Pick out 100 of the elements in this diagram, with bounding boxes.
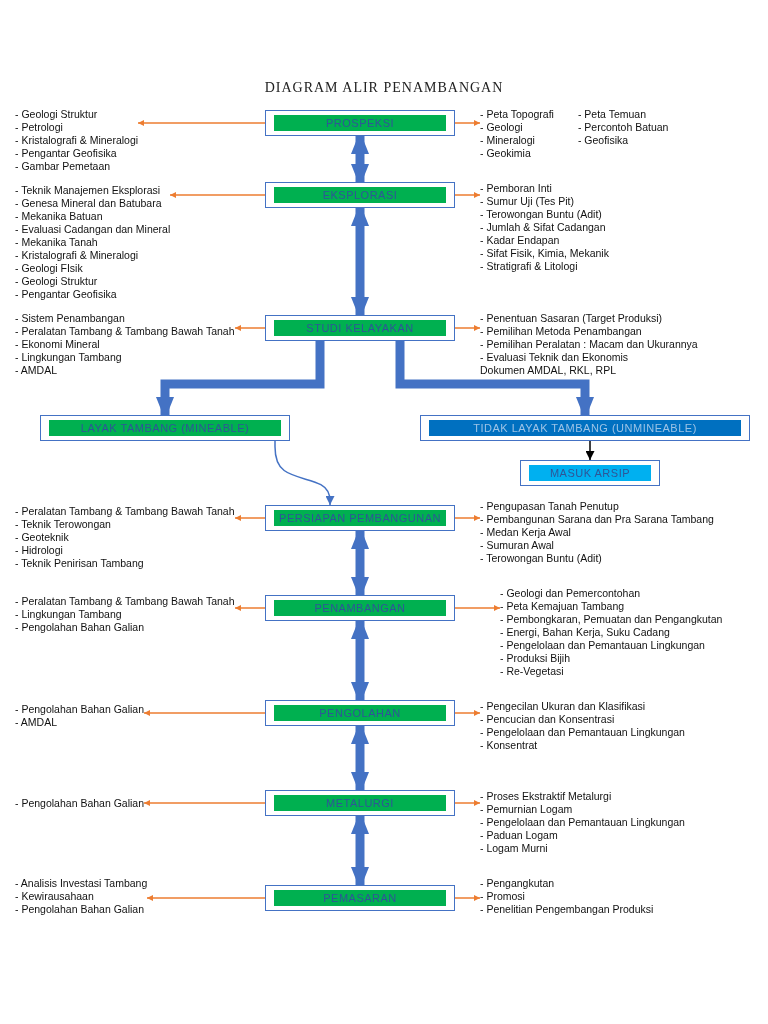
- list-item: - Percontoh Batuan: [577, 121, 669, 134]
- stage-label: STUDI KELAYAKAN: [274, 320, 446, 336]
- list-item: - Pembongkaran, Pemuatan dan Pengangkutan: [500, 613, 723, 626]
- list-item: - Pemilihan Metoda Penambangan: [480, 325, 643, 338]
- arrow: [234, 515, 266, 521]
- list-item: - Pemurnian Logam: [480, 803, 574, 816]
- list-item: - Peta Topografi: [480, 108, 554, 121]
- stage-label: PROSPEKSI: [274, 115, 446, 131]
- list-item: - Geologi FIsik: [15, 262, 84, 275]
- list-item: - Geoteknik: [15, 531, 70, 544]
- list-item: - Teknik Penirisan Tambang: [15, 557, 145, 570]
- list-item: - Peta Kemajuan Tambang: [500, 600, 626, 613]
- list-item: - Peralatan Tambang & Tambang Bawah Tanah: [15, 595, 235, 608]
- list-item: - Sifat Fisik, Kimia, Mekanik: [480, 247, 609, 260]
- list-item: - Pemboran Inti: [480, 182, 553, 195]
- list-item: - Pengantar Geofisika: [15, 147, 118, 160]
- stage-label: PEMASARAN: [274, 890, 446, 906]
- stage-box: [265, 505, 455, 531]
- list-item: - Re-Vegetasi: [500, 665, 565, 678]
- list-item: - Geologi Struktur: [15, 108, 99, 121]
- list-item: - Pemilihan Peralatan : Macam dan Ukurannya: [480, 338, 698, 351]
- arrow: [454, 605, 501, 611]
- arrow: [143, 710, 266, 716]
- list-item: - Evaluasi Cadangan dan Mineral: [15, 223, 171, 236]
- list-item: - Peta Temuan: [577, 108, 648, 121]
- arrow: [454, 895, 481, 901]
- stage-box: [40, 415, 290, 441]
- list-item: - Energi, Bahan Kerja, Suku Cadang: [500, 626, 671, 639]
- list-item: - Hidrologi: [15, 544, 64, 557]
- list-item: - Kewirausahaan: [15, 890, 95, 903]
- stage-box: [265, 790, 455, 816]
- list-item: Dokumen AMDAL, RKL, RPL: [480, 364, 617, 377]
- list-item: - Pengolahan Bahan Galian: [15, 797, 144, 810]
- stage-label: EKSPLORASI: [274, 187, 446, 203]
- list-item: - Promosi: [480, 890, 526, 903]
- list-item: - Geofisika: [577, 134, 630, 147]
- arrow: [454, 515, 481, 521]
- list-item: - Sumur Uji (Tes Pit): [480, 195, 575, 208]
- list-item: - Sumuran Awal: [480, 539, 555, 552]
- arrow: [585, 440, 595, 461]
- list-item: - Geologi: [480, 121, 524, 134]
- list-item: - Mineralogi: [480, 134, 536, 147]
- stage-box: [265, 110, 455, 136]
- stage-label: PENAMBANGAN: [274, 600, 446, 616]
- list-item: - Paduan Logam: [480, 829, 559, 842]
- list-item: - Peralatan Tambang & Tambang Bawah Tanah: [15, 325, 235, 338]
- list-item: - Pencucian dan Konsentrasi: [480, 713, 616, 726]
- list-item: - Geologi dan Pemercontohan: [500, 587, 642, 600]
- list-item: - Mekanika Batuan: [15, 210, 104, 223]
- list-item: - Logam Murni: [480, 842, 549, 855]
- list-item: - Evaluasi Teknik dan Ekonomis: [480, 351, 630, 364]
- list-item: - Genesa Mineral dan Batubara: [15, 197, 163, 210]
- stage-box: [265, 595, 455, 621]
- list-item: - Geokimia: [480, 147, 532, 160]
- list-item: - Gambar Pemetaan: [15, 160, 112, 173]
- list-item: - Pengelolaan dan Pemantauan Lingkungan: [480, 726, 685, 739]
- list-item: - Analisis Investasi Tambang: [15, 877, 148, 890]
- diagram-title: DIAGRAM ALIR PENAMBANGAN: [263, 80, 505, 96]
- stage-box: [265, 700, 455, 726]
- list-item: - Pengupasan Tanah Penutup: [480, 500, 620, 513]
- list-item: - Pengangkutan: [480, 877, 556, 890]
- list-item: - Pengecilan Ukuran dan Klasifikasi: [480, 700, 647, 713]
- list-item: - Stratigrafi & Litologi: [480, 260, 579, 273]
- list-item: - Kristalografi & Mineralogi: [15, 134, 139, 147]
- list-item: - Pengelolaan dan Pemantauan Lingkungan: [480, 816, 685, 829]
- arrow: [143, 800, 266, 806]
- stage-label: TIDAK LAYAK TAMBANG (UNMINEABLE): [429, 420, 741, 436]
- curved-arrow: [274, 440, 335, 506]
- stage-box: [265, 885, 455, 911]
- list-item: - AMDAL: [15, 364, 58, 377]
- list-item: - Pengolahan Bahan Galian: [15, 621, 145, 634]
- stage-label: PERSIAPAN PEMBANGUNAN: [274, 510, 446, 526]
- stage-label: MASUK ARSIP: [529, 465, 651, 481]
- arrow: [454, 120, 481, 126]
- list-item: - Mekanika Tanah: [15, 236, 99, 249]
- list-item: - Terowongan Buntu (Adit): [480, 208, 603, 221]
- arrow: [454, 192, 481, 198]
- list-item: - Kristalografi & Mineralogi: [15, 249, 140, 262]
- list-item: - AMDAL: [15, 716, 58, 729]
- list-item: - Geologi Struktur: [15, 275, 99, 288]
- list-item: - Penentuan Sasaran (Target Produksi): [480, 312, 664, 325]
- list-item: - Pengantar Geofisika: [15, 288, 118, 301]
- arrow: [137, 120, 266, 126]
- list-item: - Terowongan Buntu (Adit): [480, 552, 603, 565]
- list-item: - Produksi Bijih: [500, 652, 572, 665]
- arrow: [454, 710, 481, 716]
- list-item: - Peralatan Tambang & Tambang Bawah Tanah: [15, 505, 235, 518]
- arrow: [234, 325, 266, 331]
- list-item: - Teknik Manajemen Eksplorasi: [15, 184, 162, 197]
- arrow: [454, 800, 481, 806]
- stage-label: LAYAK TAMBANG (MINEABLE): [49, 420, 281, 436]
- arrow: [169, 192, 266, 198]
- stage-box: [420, 415, 750, 441]
- list-item: - Sistem Penambangan: [15, 312, 126, 325]
- list-item: - Jumlah & Sifat Cadangan: [480, 221, 607, 234]
- list-item: - Ekonomi Mineral: [15, 338, 101, 351]
- list-item: - Medan Kerja Awal: [480, 526, 572, 539]
- stage-box: [520, 460, 660, 486]
- list-item: - Lingkungan Tambang: [15, 351, 123, 364]
- list-item: - Penelitian Pengembangan Produksi: [480, 903, 654, 916]
